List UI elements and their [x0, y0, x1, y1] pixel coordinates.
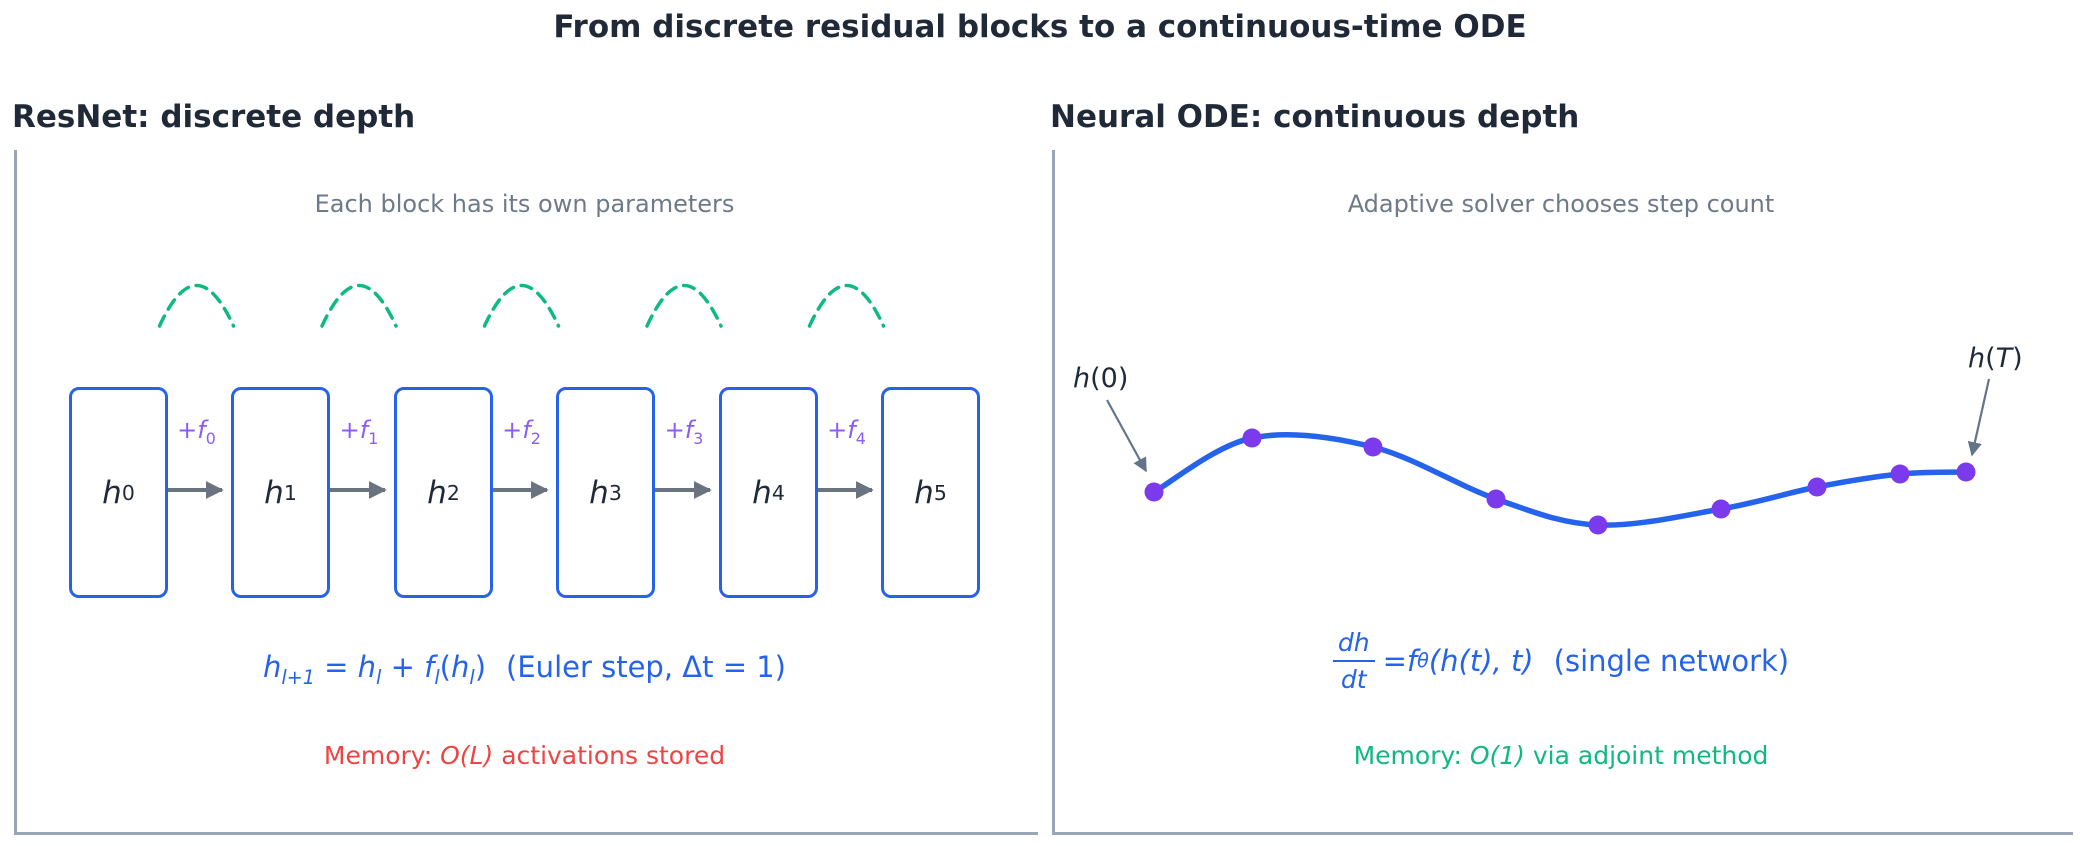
end-state-label: h(T) [1968, 343, 2023, 374]
formula-note: (Euler step, Δt = 1) [506, 650, 786, 684]
solver-step-dots [1144, 428, 1976, 535]
resnet-panel [14, 150, 1038, 835]
ode-panel [1052, 150, 2073, 835]
big-o-term: O(L) [440, 741, 494, 770]
euler-update-formula: hl+1 = hl + fl(hl) (Euler step, Δt = 1) [14, 650, 1035, 689]
block-label-base: h [914, 474, 934, 511]
ode-trajectory-curve [1151, 431, 1969, 528]
solver-dot [1242, 428, 1262, 448]
block-label-base: h [752, 474, 772, 511]
formula-note: (single network) [1553, 644, 1790, 678]
solver-dot [1588, 515, 1608, 535]
formula-fname: f [1406, 644, 1418, 678]
ode-panel-heading: Neural ODE: continuous depth [1050, 99, 1580, 135]
figure-title: From discrete residual blocks to a conti… [553, 9, 1527, 45]
resnet-subtitle: Each block has its own parameters [314, 190, 735, 218]
solver-dot [1144, 482, 1164, 502]
skip-connection-arc [807, 283, 886, 328]
residual-function-label-0: +f0 [177, 416, 216, 448]
residual-function-label-3: +f3 [664, 416, 704, 448]
start-annotation-arrow [1106, 399, 1147, 473]
formula-math: hl+1 = hl + fl(hl) [263, 650, 487, 689]
residual-function-label-2: +f2 [502, 416, 541, 448]
formula-args: (h(t), t) [1428, 644, 1534, 678]
residual-function-label-1: +f1 [339, 416, 379, 448]
ode-subtitle: Adaptive solver chooses step count [1347, 190, 1775, 218]
skip-connection-arc [320, 283, 398, 328]
formula-equals: = [1382, 644, 1407, 678]
solver-dot [1956, 462, 1976, 482]
fraction-numerator: dh [1332, 628, 1375, 662]
solver-dot [1890, 464, 1910, 484]
skip-connection-arc [157, 283, 236, 328]
fraction-denominator: dt [1340, 665, 1367, 694]
memory-note-ode: Memory: O(1) via adjoint method [1353, 741, 1769, 770]
solver-dot [1363, 437, 1383, 457]
end-annotation-arrow [1967, 378, 1991, 457]
resnet-panel-heading: ResNet: discrete depth [12, 99, 416, 135]
start-state-label: h(0) [1073, 363, 1129, 394]
solver-dot [1486, 489, 1506, 509]
solver-dot [1807, 477, 1827, 497]
memory-note-resnet: Memory: O(L) activations stored [323, 741, 726, 770]
dh-dt-fraction: dh dt [1332, 628, 1375, 694]
block-label-base: h [427, 474, 447, 511]
skip-connection-arc [645, 283, 723, 328]
skip-connection-arc [482, 283, 561, 328]
block-label-base: h [264, 474, 284, 511]
block-label-base: h [102, 474, 122, 511]
residual-function-label-4: +f4 [827, 416, 866, 448]
block-label-base: h [589, 474, 609, 511]
solver-dot [1711, 499, 1731, 519]
big-o-term: O(1) [1469, 741, 1525, 770]
